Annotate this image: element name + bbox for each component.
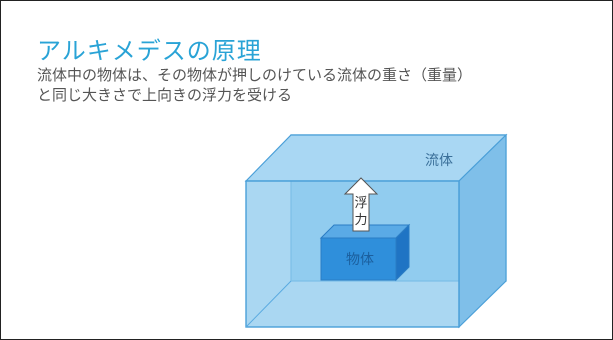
buoyancy-label-char-1: 浮 xyxy=(354,196,367,211)
fluid-hidden-edge xyxy=(245,280,292,328)
slide-title: アルキメデスの原理 xyxy=(37,37,262,65)
fluid-label: 流体 xyxy=(425,153,453,169)
slide-description: 流体中の物体は、その物体が押しのけている流体の重さ（重量） と同じ大きさで上向き… xyxy=(37,65,472,105)
object-label: 物体 xyxy=(346,252,374,268)
description-line-2: と同じ大きさで上向きの浮力を受ける xyxy=(37,86,293,104)
object-front-face xyxy=(320,237,397,281)
buoyancy-label-char-2: 力 xyxy=(354,213,367,228)
buoyancy-arrow xyxy=(343,177,379,232)
description-line-1: 流体中の物体は、その物体が押しのけている流体の重さ（重量） xyxy=(37,66,473,84)
